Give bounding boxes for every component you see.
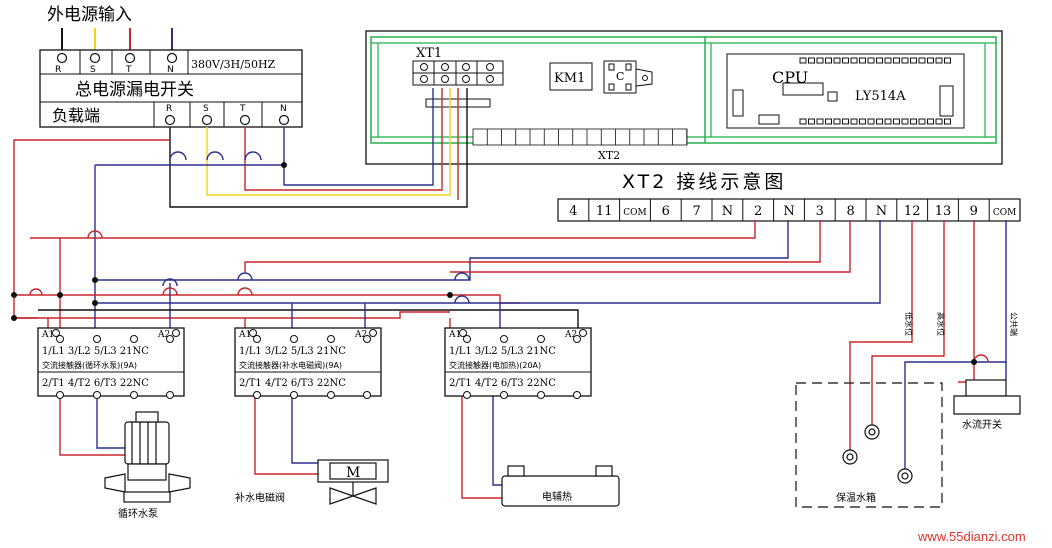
probe-high-label: 高水位 bbox=[936, 312, 946, 336]
contactor-output-pins: 2/T1 4/T2 6/T3 22NC bbox=[42, 378, 149, 389]
input-phase-r: R bbox=[55, 65, 61, 75]
xt2-terminal-11-1: 11 bbox=[596, 204, 613, 219]
capacitor-label: C bbox=[616, 70, 624, 83]
xt2-diagram-title: XT2 接线示意图 bbox=[622, 171, 786, 193]
circulation-pump bbox=[104, 411, 191, 503]
contactor-output-pins: 2/T1 4/T2 6/T3 22NC bbox=[449, 378, 556, 389]
xt2-board-label: XT2 bbox=[598, 149, 620, 162]
xt2-terminal-3-8: 3 bbox=[816, 204, 824, 219]
xt1-terminal-block bbox=[412, 60, 504, 86]
level-probes bbox=[842, 424, 913, 484]
xt2-terminal-6-3: 6 bbox=[662, 204, 670, 219]
contactor-desc: 交流接触器(循环水泵)(9A) bbox=[42, 360, 137, 370]
xt1-label: XT1 bbox=[416, 46, 442, 61]
input-wires bbox=[61, 28, 173, 50]
xt2-terminal-12-11: 12 bbox=[904, 204, 921, 219]
heater-label: 电辅热 bbox=[542, 490, 572, 503]
xt2-terminal-n-10: N bbox=[876, 204, 887, 219]
load-phase-s: S bbox=[203, 104, 209, 114]
contactor-2: A1 A2 1/L1 3/L2 5/L3 21NC 交流接触器(补水电磁阀)(9A) 2… bbox=[234, 327, 382, 399]
load-phase-n: N bbox=[280, 104, 287, 114]
solenoid-valve bbox=[317, 459, 389, 505]
coil-a1: A1 bbox=[41, 330, 54, 340]
flow-switch bbox=[953, 379, 1021, 415]
cpu-label: CPU bbox=[772, 68, 808, 87]
input-phase-n: N bbox=[167, 65, 174, 75]
contactor-output-pins: 2/T1 4/T2 6/T3 22NC bbox=[239, 378, 346, 389]
xt2-terminal-strip: 4 11 COM 6 7 N 2 N 3 8 N 12 13 9 COM bbox=[557, 198, 1021, 222]
contactor-input-pins: 1/L1 3/L2 5/L3 21NC bbox=[239, 346, 346, 357]
coil-a2: A2 bbox=[354, 330, 367, 340]
input-terminals bbox=[56, 52, 178, 64]
coil-a1: A1 bbox=[448, 330, 461, 340]
valve-label: 补水电磁阀 bbox=[235, 491, 285, 504]
xt2-terminal-7-4: 7 bbox=[692, 204, 700, 219]
solenoid-letter: M bbox=[346, 465, 360, 481]
load-phase-t: T bbox=[239, 104, 246, 114]
xt2-terminal-9-13: 9 bbox=[970, 204, 978, 219]
xt2-terminal-4-0: 4 bbox=[569, 204, 577, 219]
km1-box bbox=[549, 62, 593, 91]
xt2-terminal-8-9: 8 bbox=[846, 204, 854, 219]
breaker-label: 总电源漏电开关 bbox=[75, 80, 194, 100]
probe-common-label: 公共端 bbox=[1009, 312, 1019, 336]
electric-heater bbox=[501, 465, 620, 507]
xt2-board-strip bbox=[472, 128, 688, 146]
voltage-spec: 380V/3H/50HZ bbox=[191, 58, 276, 71]
xt2-terminal-com-2: COM bbox=[623, 208, 646, 218]
contactor-desc: 交流接触器(电加热)(20A) bbox=[449, 360, 541, 370]
contactor-desc: 交流接触器(补水电磁阀)(9A) bbox=[239, 360, 342, 370]
input-title: 外电源输入 bbox=[47, 5, 132, 25]
insulated-tank bbox=[795, 382, 943, 508]
contactor-input-pins: 1/L1 3/L2 5/L3 21NC bbox=[449, 346, 556, 357]
pump-label: 循环水泵 bbox=[118, 507, 158, 520]
xt2-terminal-13-12: 13 bbox=[935, 204, 952, 219]
capacitor-relay bbox=[603, 60, 653, 94]
load-phase-r: R bbox=[166, 104, 172, 114]
cpu-board bbox=[726, 53, 965, 129]
coil-a2: A2 bbox=[157, 330, 170, 340]
watermark: www.55dianzi.com bbox=[917, 529, 1026, 544]
junction-dots bbox=[11, 162, 977, 365]
contactor-3: A1 A2 1/L1 3/L2 5/L3 21NC 交流接触器(电加热)(20A) 2/… bbox=[444, 327, 592, 399]
load-label: 负载端 bbox=[52, 106, 100, 125]
contactor-1: A1 A2 1/L1 3/L2 5/L3 21NC 交流接触器(循环水泵)(9A) 2/… bbox=[37, 327, 185, 399]
probe-low-label: 低水位 bbox=[904, 312, 914, 336]
flow-switch-label: 水流开关 bbox=[962, 418, 1002, 431]
xt2-terminal-n-5: N bbox=[722, 204, 733, 219]
coil-a1: A1 bbox=[238, 330, 251, 340]
load-terminals bbox=[164, 114, 290, 126]
tank-label: 保温水箱 bbox=[836, 491, 876, 504]
input-phase-s: S bbox=[90, 65, 96, 75]
model-label: LY514A bbox=[855, 89, 906, 104]
contactor-input-pins: 1/L1 3/L2 5/L3 21NC bbox=[42, 346, 149, 357]
xt2-terminal-com-14: COM bbox=[993, 208, 1016, 218]
xt2-terminal-n-7: N bbox=[783, 204, 794, 219]
xt2-terminal-2-6: 2 bbox=[754, 204, 762, 219]
input-phase-t: T bbox=[125, 65, 132, 75]
km1-label: KM1 bbox=[554, 71, 585, 86]
coil-a2: A2 bbox=[564, 330, 577, 340]
